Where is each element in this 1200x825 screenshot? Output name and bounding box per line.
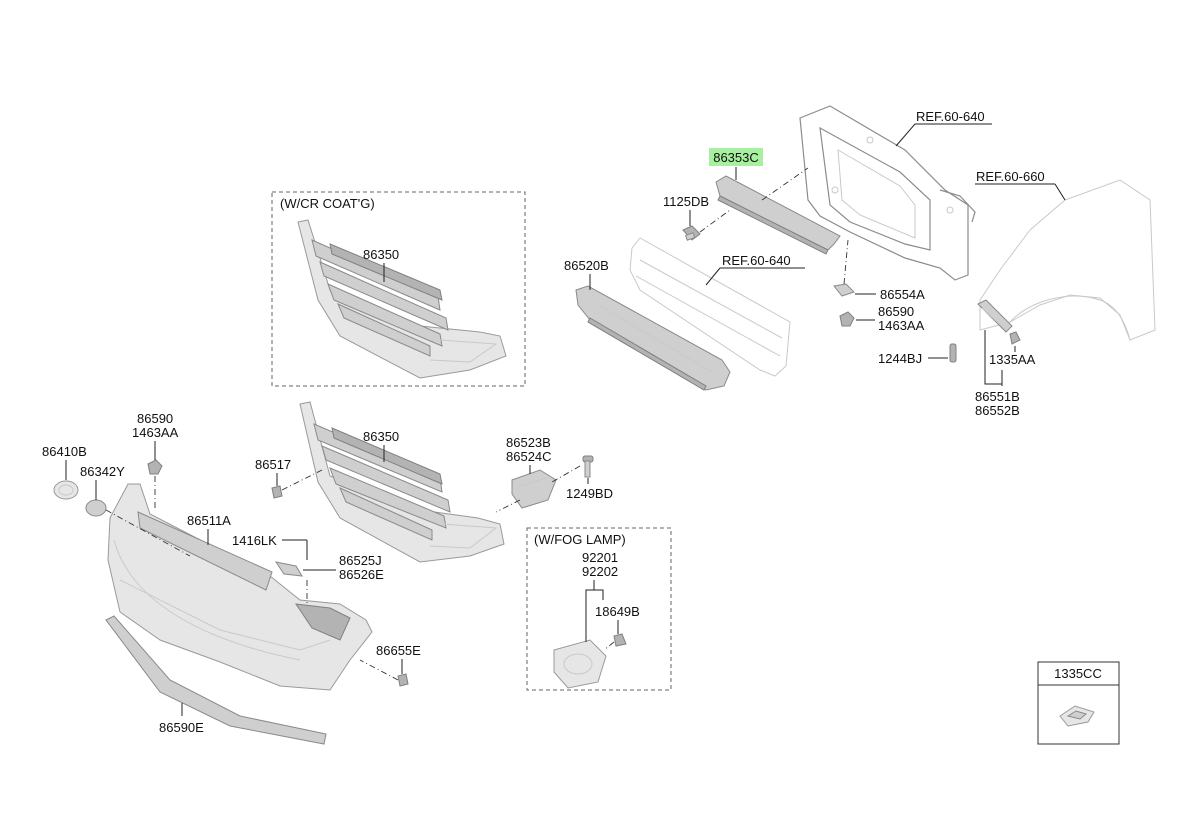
svg-text:86353C: 86353C <box>713 150 759 165</box>
clip-detail-title[interactable]: 1335CC <box>1054 666 1102 681</box>
label-86590-right[interactable]: 86590 <box>878 304 914 319</box>
label-86590e[interactable]: 86590E <box>159 720 204 735</box>
energy-absorber-86520b-part[interactable] <box>575 285 731 391</box>
bolt-1125db-part[interactable] <box>682 225 701 241</box>
label-1249bd[interactable]: 1249BD <box>566 486 613 501</box>
label-86353c-highlighted[interactable]: 86353C <box>709 148 763 166</box>
label-1463aa-right[interactable]: 1463AA <box>878 318 925 333</box>
fog-lamp-frame <box>526 527 672 691</box>
bracket-86517-part[interactable] <box>271 485 283 499</box>
fog-lamp-frame-title: (W/FOG LAMP) <box>534 532 626 547</box>
label-1125db[interactable]: 1125DB <box>663 194 709 209</box>
label-86410b[interactable]: 86410B <box>42 444 87 459</box>
label-1416lk[interactable]: 1416LK <box>232 533 277 548</box>
label-1335aa[interactable]: 1335AA <box>989 352 1036 367</box>
label-86655e[interactable]: 86655E <box>376 643 421 658</box>
clip-1335aa-part[interactable] <box>1009 331 1021 345</box>
ref-fender-label[interactable]: REF.60-660 <box>976 169 1045 184</box>
clip-1335cc-part[interactable] <box>1059 705 1095 727</box>
ref-radiator-support-label[interactable]: REF.60-640 <box>916 109 985 124</box>
bracket-86554a-part[interactable] <box>833 283 855 297</box>
label-1244bj[interactable]: 1244BJ <box>878 351 922 366</box>
label-86517[interactable]: 86517 <box>255 457 291 472</box>
ref-bumper-beam-label[interactable]: REF.60-640 <box>722 253 791 268</box>
screw-1244bj-part[interactable] <box>949 343 957 363</box>
fender-outline[interactable] <box>979 179 1156 341</box>
grille-86350-main-part[interactable] <box>299 401 505 563</box>
label-86523b[interactable]: 86523B <box>506 435 551 450</box>
label-18649b[interactable]: 18649B <box>595 604 640 619</box>
label-86554a[interactable]: 86554A <box>880 287 925 302</box>
bulb-18649b-part[interactable] <box>613 633 627 647</box>
bolt-86655e-part[interactable] <box>397 673 409 687</box>
front-bumper-beam[interactable] <box>629 237 791 377</box>
radiator-support-panel[interactable] <box>799 105 976 281</box>
emblem-86410b-part[interactable] <box>53 480 79 500</box>
nut-86590-right-part[interactable] <box>839 311 855 327</box>
label-1463aa-left[interactable]: 1463AA <box>132 425 179 440</box>
label-86551b[interactable]: 86551B <box>975 389 1020 404</box>
cr-coating-frame <box>271 191 526 387</box>
nut-86590-left-part[interactable] <box>147 459 163 475</box>
cr-coating-frame-title: (W/CR COAT'G) <box>280 196 375 211</box>
bracket-86525j-part[interactable] <box>274 561 303 577</box>
front-bumper-cover-86511a-part[interactable] <box>107 483 373 691</box>
label-86526e[interactable]: 86526E <box>339 567 384 582</box>
label-86525j[interactable]: 86525J <box>339 553 382 568</box>
label-92202[interactable]: 92202 <box>582 564 618 579</box>
fog-lamp-92201-part[interactable] <box>553 639 607 689</box>
bracket-86523b-part[interactable] <box>511 469 557 509</box>
absorber-86353c-part[interactable] <box>715 175 841 255</box>
label-86342y[interactable]: 86342Y <box>80 464 125 479</box>
emblem-base-86342y-part[interactable] <box>85 499 107 517</box>
label-92201[interactable]: 92201 <box>582 550 618 565</box>
clip-detail-frame <box>1037 661 1120 745</box>
label-86520b[interactable]: 86520B <box>564 258 609 273</box>
label-86350-mid[interactable]: 86350 <box>363 429 399 444</box>
label-86590-left[interactable]: 86590 <box>137 411 173 426</box>
screw-1249bd-part[interactable] <box>582 455 594 478</box>
label-86350-top[interactable]: 86350 <box>363 247 399 262</box>
grille-86350-chrome-part[interactable] <box>297 219 507 379</box>
bracket-86551b-part[interactable] <box>977 299 1013 333</box>
label-86511a[interactable]: 86511A <box>187 513 231 528</box>
label-86552b[interactable]: 86552B <box>975 403 1020 418</box>
label-86524c[interactable]: 86524C <box>506 449 552 464</box>
lower-lip-86590e-part[interactable] <box>105 615 327 745</box>
